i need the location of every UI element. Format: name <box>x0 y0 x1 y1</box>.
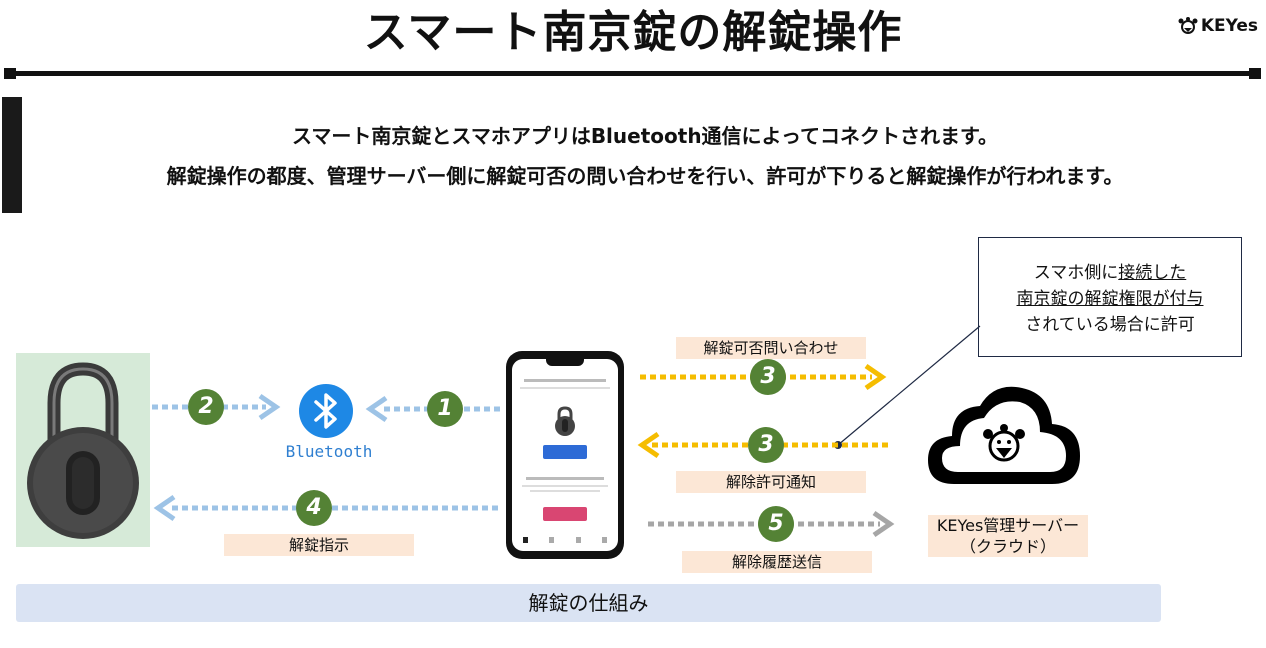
brand: KEYes <box>1178 16 1258 36</box>
intro-accent-bar <box>2 97 22 213</box>
query-arrow-head <box>864 363 887 391</box>
label-permit: 解除許可通知 <box>676 471 866 493</box>
phone-padlock-icon <box>555 406 575 436</box>
phone-tab-2[interactable] <box>549 537 555 543</box>
step4-arrow-head <box>153 494 176 522</box>
label-unlock: 解錠指示 <box>224 534 414 556</box>
phone-complete-button[interactable] <box>543 507 587 521</box>
phone-tab-home[interactable] <box>522 537 528 543</box>
step2-arrow-head <box>258 393 281 421</box>
bluetooth-icon <box>299 384 353 438</box>
keyes-mascot-icon <box>983 424 1025 462</box>
note-line1-underlined: 接続した <box>1118 263 1187 283</box>
diagram-caption: 解錠の仕組み <box>16 584 1161 622</box>
phone-tab-bar <box>512 533 618 547</box>
header-rule-cap-right <box>1249 68 1261 79</box>
page-title: スマート南京錠の解錠操作 <box>363 7 903 58</box>
intro-line-1: スマート南京錠とスマホアプリはBluetooth通信によってコネクトされます。 <box>292 124 998 148</box>
intro-line-2: 解錠操作の都度、管理サーバー側に解錠可否の問い合わせを行い、許可が下りると解錠操… <box>166 164 1124 188</box>
server-label-line2: （クラウド） <box>959 537 1056 556</box>
phone-unlock-button[interactable] <box>543 445 587 459</box>
step-badge-2: 2 <box>188 389 224 425</box>
padlock-icon <box>27 362 139 539</box>
server-label-line1: KEYes管理サーバー <box>936 516 1080 535</box>
permission-note: スマホ側に接続した 南京錠の解錠権限が付与 されている場合に許可 <box>978 237 1242 357</box>
history-arrow-head <box>872 510 895 538</box>
label-history: 解除履歴送信 <box>682 551 872 573</box>
phone-screen <box>512 359 618 551</box>
permit-arrow-head <box>637 431 660 459</box>
padlock-photo <box>16 353 150 547</box>
brand-name: KEYes <box>1200 16 1258 36</box>
step-badge-4: 4 <box>296 490 332 526</box>
cloud-server-icon <box>928 386 1080 484</box>
server-label: KEYes管理サーバー （クラウド） <box>928 515 1088 557</box>
header-rule <box>8 71 1258 76</box>
note-line1-plain: スマホ側に <box>1033 263 1119 283</box>
header-rule-cap-left <box>4 68 16 79</box>
phone-tab-3[interactable] <box>575 537 581 543</box>
label-query: 解錠可否問い合わせ <box>676 337 866 359</box>
note-connector <box>837 325 981 446</box>
phone-tab-4[interactable] <box>602 537 608 543</box>
note-line2: 南京錠の解錠権限が付与 <box>1016 289 1204 309</box>
step-badge-1: 1 <box>427 391 463 427</box>
step-badge-3-permit: 3 <box>748 427 784 463</box>
smartphone-icon <box>506 351 624 559</box>
step-badge-5: 5 <box>758 506 794 542</box>
note-line3: されている場合に許可 <box>1025 315 1195 335</box>
bluetooth-label: Bluetooth <box>285 442 373 461</box>
phone-notch <box>546 359 584 366</box>
step-badge-3-query: 3 <box>750 359 786 395</box>
keyes-logo-icon <box>1178 17 1198 34</box>
step1-arrow-head <box>365 395 388 423</box>
phone-text-mid <box>512 477 618 501</box>
phone-text-top <box>512 373 618 403</box>
